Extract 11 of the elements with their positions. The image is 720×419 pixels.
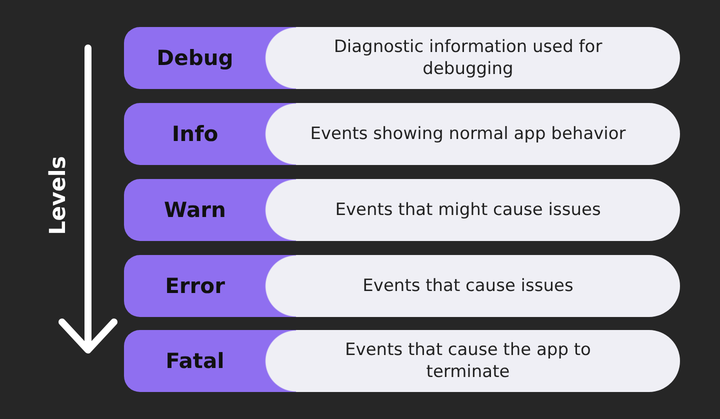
level-tab: Error xyxy=(124,255,296,317)
description-pill: Events showing normal app behavior xyxy=(296,103,680,165)
description-pill: Events that cause issues xyxy=(296,255,680,317)
level-tab: Info xyxy=(124,103,296,165)
level-tab: Fatal xyxy=(124,330,296,392)
level-tab: Warn xyxy=(124,179,296,241)
level-tab: Debug xyxy=(124,27,296,89)
description-pill: Events that might cause issues xyxy=(296,179,680,241)
description-pill: Diagnostic information used for debugging xyxy=(296,27,680,89)
description-pill: Events that cause the app to terminate xyxy=(296,330,680,392)
axis-label: Levels xyxy=(45,156,70,234)
